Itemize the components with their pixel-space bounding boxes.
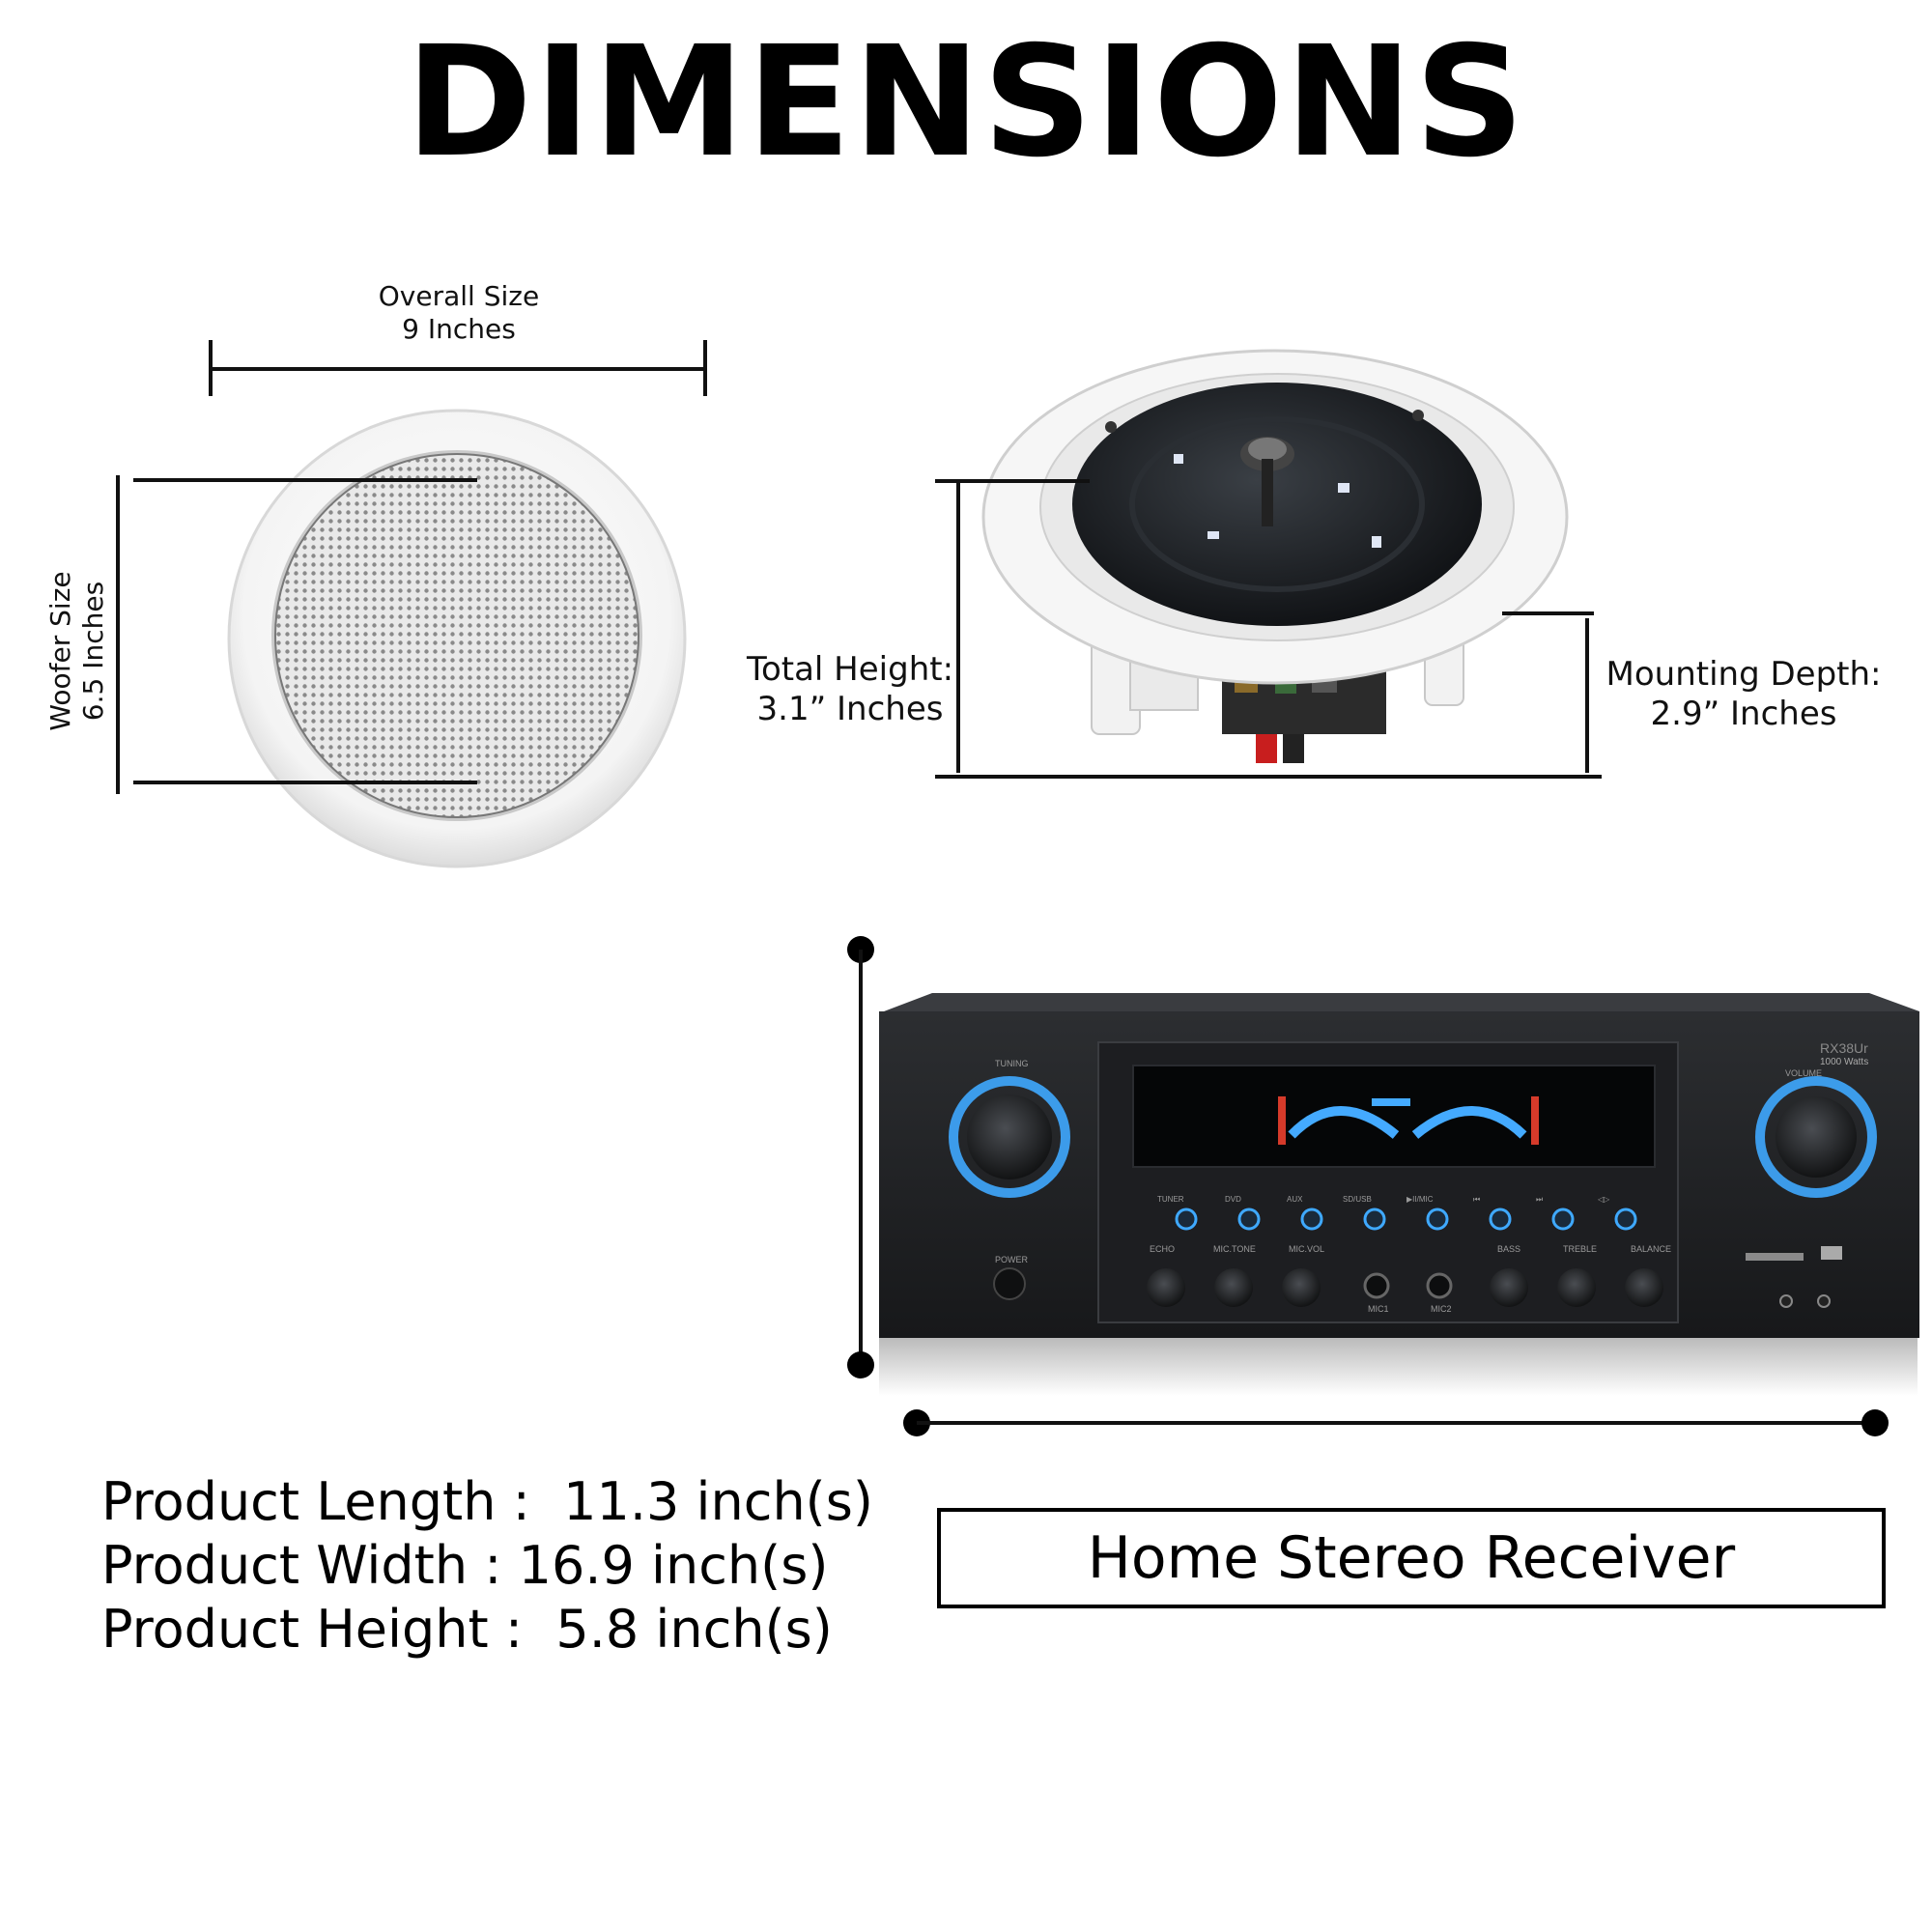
mounting-depth-line	[1585, 618, 1589, 773]
knob-label: BASS	[1497, 1244, 1521, 1254]
woofer-size-label: Woofer Size	[44, 571, 76, 731]
overall-size-line	[209, 367, 707, 371]
mounting-depth-label: Mounting Depth:	[1605, 655, 1882, 694]
total-height-line-bottom	[935, 775, 1602, 779]
woofer-size-value: 6.5 Inches	[77, 581, 109, 722]
speaker-front-image	[227, 409, 687, 868]
receiver-watts: 1000 Watts	[1820, 1057, 1869, 1067]
mounting-depth-line-top	[1502, 611, 1594, 615]
source-label: ⏮	[1473, 1195, 1481, 1204]
mounting-depth-value: 2.9” Inches	[1650, 695, 1837, 733]
knob-label: MIC.VOL	[1289, 1244, 1325, 1254]
power-label: POWER	[995, 1255, 1029, 1264]
knob-label: TREBLE	[1563, 1244, 1598, 1254]
total-height-caption: Total Height: 3.1” Inches	[734, 650, 966, 729]
receiver-image	[879, 993, 1919, 1396]
page-title: DIMENSIONS	[405, 14, 1527, 191]
overall-size-value: 9 Inches	[402, 313, 516, 345]
overall-size-tick-left	[209, 340, 213, 396]
width-marker-right	[1861, 1409, 1889, 1436]
total-height-value: 3.1” Inches	[756, 690, 944, 728]
source-label: ◁▷	[1598, 1195, 1610, 1204]
knob-label: ECHO	[1150, 1244, 1176, 1254]
woofer-line-bottom	[133, 781, 477, 784]
mic1-label: MIC1	[1368, 1304, 1389, 1314]
knob-label: MIC.TONE	[1213, 1244, 1256, 1254]
woofer-size-line	[116, 475, 120, 794]
mic2-label: MIC2	[1431, 1304, 1452, 1314]
source-label: AUX	[1287, 1195, 1303, 1204]
spec-width: Product Width : 16.9 inch(s)	[101, 1535, 829, 1596]
overall-size-caption: Overall Size 9 Inches	[319, 280, 599, 346]
product-label-box: Home Stereo Receiver	[937, 1508, 1886, 1608]
product-label: Home Stereo Receiver	[1087, 1524, 1736, 1592]
tuning-label: TUNING	[995, 1059, 1029, 1068]
source-label: ⏭	[1536, 1195, 1544, 1204]
spec-length: Product Length : 11.3 inch(s)	[101, 1471, 873, 1532]
receiver-model: RX38Ur	[1820, 1040, 1868, 1056]
height-marker-bottom	[847, 1351, 874, 1378]
receiver-height-line	[859, 950, 863, 1365]
total-height-line-top	[935, 479, 1090, 483]
source-label: DVD	[1225, 1195, 1241, 1204]
total-height-line	[956, 483, 960, 773]
source-labels: TUNER DVD AUX SD/USB ▶II/MIC ⏮ ⏭ ◁▷	[1157, 1195, 1853, 1208]
total-height-label: Total Height:	[746, 650, 954, 689]
knob-labels: ECHO MIC.TONE MIC.VOL BASS TREBLE BALANC…	[1150, 1244, 1845, 1258]
source-label: SD/USB	[1343, 1195, 1372, 1204]
spec-height: Product Height : 5.8 inch(s)	[101, 1599, 833, 1660]
source-label: ▶II/MIC	[1406, 1195, 1434, 1204]
volume-label: VOLUME	[1785, 1068, 1823, 1078]
woofer-line-top	[133, 478, 477, 482]
knob-label: BALANCE	[1631, 1244, 1672, 1254]
mounting-depth-caption: Mounting Depth: 2.9” Inches	[1584, 655, 1903, 734]
speaker-side-image	[981, 349, 1569, 763]
overall-size-label: Overall Size	[378, 280, 540, 312]
receiver-width-line	[917, 1421, 1875, 1425]
source-label: TUNER	[1157, 1195, 1184, 1204]
overall-size-tick-right	[703, 340, 707, 396]
woofer-size-caption: Woofer Size 6.5 Inches	[44, 506, 110, 796]
